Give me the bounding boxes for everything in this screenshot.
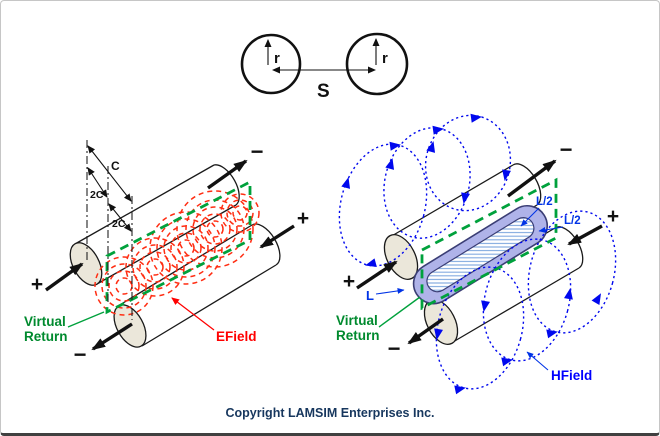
cylinder-body [118, 225, 276, 346]
virtual-return-pointer [378, 296, 421, 328]
efield-arcs [94, 190, 260, 316]
separation-label: S [317, 81, 330, 102]
return-out-arrow [407, 317, 444, 345]
l-pointer [375, 287, 405, 295]
current-in-arrow [356, 260, 398, 290]
return-in-arrow [567, 224, 603, 246]
virtual-return-label-1: Virtual [24, 314, 66, 329]
virtual-return-plane [420, 177, 558, 311]
l-half-upper-label: L/2 [536, 196, 553, 208]
efield-label: EField [216, 329, 257, 344]
loop-area-inner-hatch [426, 217, 535, 293]
dim-label-c: C [111, 159, 120, 173]
current-in-arrow [45, 262, 84, 292]
current-out-arrow [506, 159, 557, 198]
plus-terminal: + [343, 270, 355, 293]
inductance-loop-area [412, 204, 549, 305]
hfield-loops [338, 113, 617, 395]
l-label: L [366, 288, 374, 303]
efield-diagram: C 2C 2C + − + − Virtual Return EField [24, 139, 309, 367]
dim-arrow-2c-upper [87, 167, 108, 198]
plus-terminal: + [31, 273, 43, 296]
return-in-arrow [259, 224, 295, 249]
cylinder-far-cap [213, 164, 240, 206]
cylinder-far-cap [512, 163, 542, 206]
virtual-return-pointer [67, 311, 105, 328]
l-half-lower-label: L/2 [564, 215, 581, 227]
cylinder-body [429, 228, 579, 342]
plus-terminal-return: + [607, 205, 619, 228]
dim-arrow-2c-lower [108, 203, 132, 232]
left-radius-label: r [274, 50, 280, 67]
hfield-pointer [526, 351, 549, 371]
minus-terminal-return: − [388, 336, 401, 361]
minus-terminal-return: − [74, 342, 87, 367]
right-wire-circle [345, 32, 409, 96]
virtual-return-label-2: Return [24, 329, 68, 344]
cylinder-body [75, 165, 236, 284]
hfield-loop-arrowheads [341, 113, 601, 395]
dim-arrow-c [87, 145, 132, 202]
minus-terminal: − [560, 137, 573, 162]
minus-terminal: − [251, 139, 264, 164]
virtual-return-label-1: Virtual [336, 313, 378, 328]
hfield-diagram: + − + − L/2 L/2 L Virtual Return HField [336, 113, 619, 395]
wire-cross-section-diagram: r r S [240, 32, 409, 102]
copyright-text: Copyright LAMSIM Enterprises Inc. [225, 406, 434, 420]
hfield-label: HField [551, 368, 592, 383]
plus-terminal-return: + [297, 207, 309, 230]
dim-label-2c-lower: 2C [112, 218, 126, 230]
return-out-arrow [91, 322, 133, 351]
cylinder-edges [117, 224, 277, 347]
right-radius-label: r [382, 50, 388, 67]
l-half-upper-pointer [520, 207, 540, 227]
dim-label-2c-upper: 2C [90, 189, 104, 201]
virtual-return-label-2: Return [336, 328, 380, 343]
l-half-lower-pointer [538, 226, 564, 233]
current-out-arrow [207, 159, 248, 190]
efield-pointer [171, 297, 215, 331]
virtual-return-plane [105, 179, 252, 315]
left-wire-circle [240, 33, 302, 95]
